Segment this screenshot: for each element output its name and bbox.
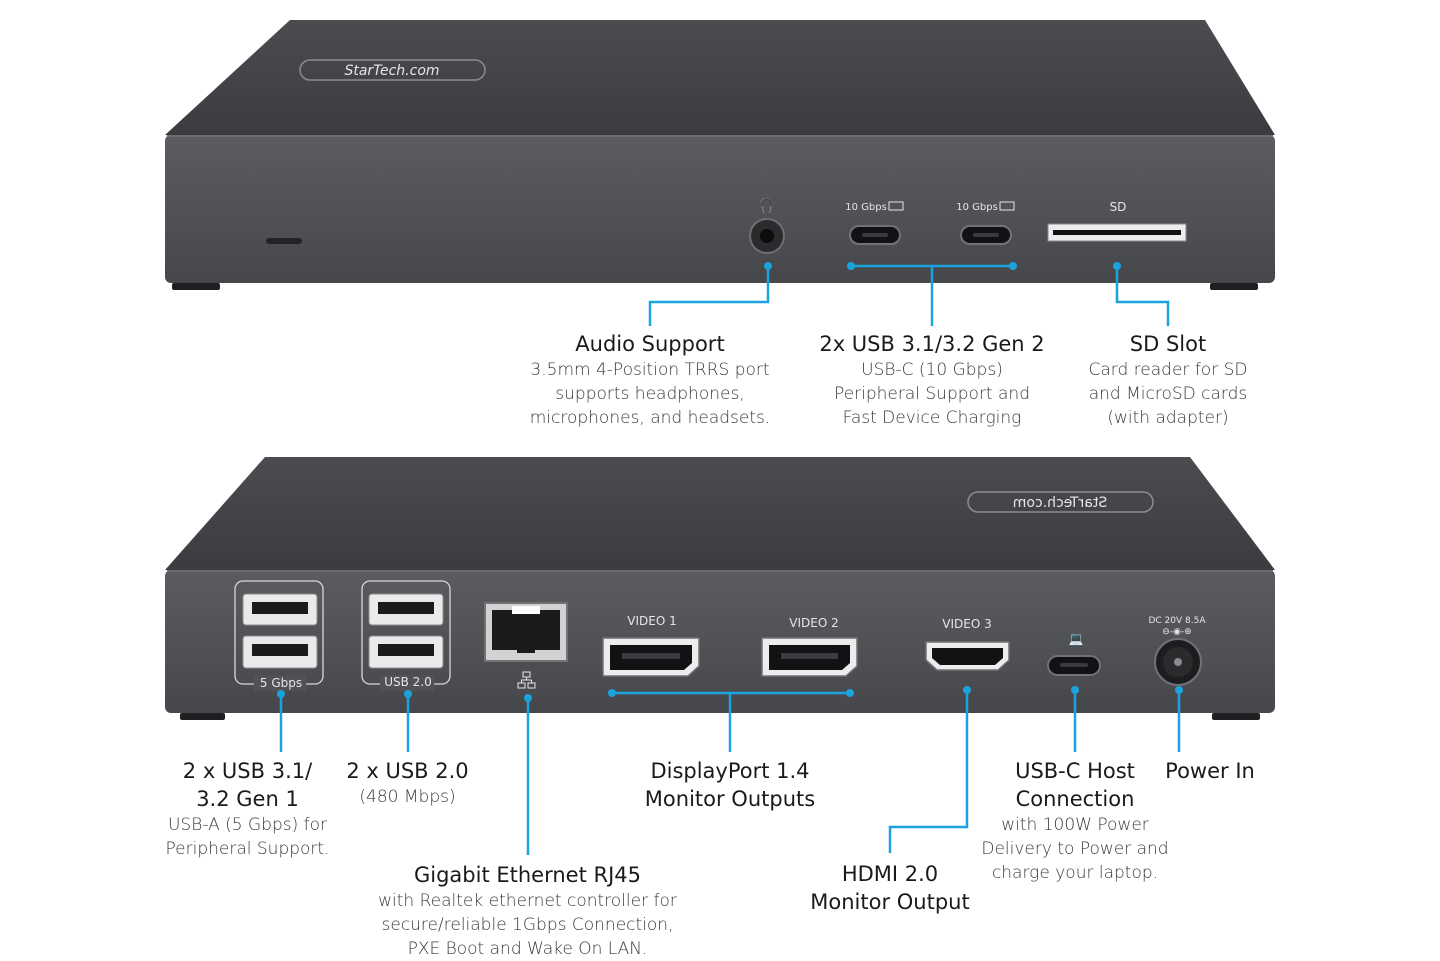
front-dock-top (165, 20, 1275, 135)
audio-support-callout: Audio Support 3.5mm 4-Position TRRS port… (510, 330, 790, 430)
headset-icon: 🎧 (758, 197, 775, 214)
svg-text:USB 2.0: USB 2.0 (384, 675, 432, 689)
svg-text:VIDEO 2: VIDEO 2 (789, 616, 838, 630)
usba-5gbps-ports: 5 Gbps (234, 580, 324, 691)
usbc-host-callout: USB-C Host Connection with 100W Power De… (981, 759, 1169, 883)
displayport-2: VIDEO 2 (761, 616, 858, 677)
ethernet-callout: Gigabit Ethernet RJ45 with Realtek ether… (378, 863, 677, 959)
displayport-callout: DisplayPort 1.4 Monitor Outputs (644, 759, 816, 811)
svg-text:5 Gbps: 5 Gbps (260, 676, 302, 690)
brand-logo-mirrored: StarTech.com (967, 491, 1154, 513)
usbc-port-1: 10 Gbps (845, 201, 904, 245)
front-foot-left (172, 283, 220, 290)
hdmi-port: VIDEO 3 (925, 617, 1010, 671)
front-dock-face (165, 135, 1275, 283)
svg-text:10 Gbps: 10 Gbps (845, 202, 887, 213)
sd-slot-callout: SD Slot Card reader for SD and MicroSD c… (1073, 330, 1263, 430)
front-foot-right (1210, 283, 1258, 290)
usb2-callout: 2 x USB 2.0 (480 Mbps) (346, 759, 469, 807)
back-callout-lines (279, 690, 1181, 855)
ethernet-port (484, 602, 568, 689)
polarity-icon: ⊖-◉-⊕ (1162, 627, 1191, 637)
svg-text:10 Gbps: 10 Gbps (956, 202, 998, 213)
status-led (266, 238, 302, 244)
displayport-1: VIDEO 1 (602, 614, 700, 677)
svg-text:StarTech.com: StarTech.com (344, 63, 439, 79)
back-dock: StarTech.com 5 Gbps USB 2.0 (165, 457, 1275, 720)
callout-title: Audio Support (575, 332, 725, 356)
usbc-port-2: 10 Gbps (956, 201, 1015, 245)
back-dock-face (165, 570, 1275, 713)
front-callout-dots (764, 262, 1121, 270)
back-foot-right (1212, 713, 1260, 720)
svg-text:VIDEO 3: VIDEO 3 (942, 617, 991, 631)
brand-logo: StarTech.com (299, 59, 486, 81)
svg-text:SD: SD (1110, 200, 1127, 214)
front-dock: StarTech.com 🎧 10 Gbps 10 Gbps SD (165, 20, 1275, 290)
usbc-gen2-callout: 2x USB 3.1/3.2 Gen 2 USB-C (10 Gbps) Per… (802, 330, 1062, 430)
svg-text:VIDEO 1: VIDEO 1 (627, 614, 676, 628)
sd-card-slot: SD (1047, 200, 1187, 242)
power-in-callout: Power In (1165, 759, 1255, 783)
network-icon (517, 671, 536, 689)
charge-icon (999, 201, 1015, 211)
back-foot-left (180, 713, 225, 720)
back-callout-dots (277, 686, 1183, 702)
laptop-icon: 💻 (1069, 632, 1084, 646)
hdmi-callout: HDMI 2.0 Monitor Output (810, 862, 970, 914)
callout-title: SD Slot (1129, 332, 1207, 356)
callout-title: 2x USB 3.1/3.2 Gen 2 (819, 332, 1045, 356)
back-dock-top (165, 457, 1275, 570)
svg-text:DC 20V 8.5A: DC 20V 8.5A (1148, 616, 1206, 626)
usb2-ports: USB 2.0 (361, 580, 451, 691)
dc-power-port: DC 20V 8.5A ⊖-◉-⊕ (1148, 616, 1206, 686)
charge-icon (888, 201, 904, 211)
audio-jack-port: 🎧 (749, 197, 785, 254)
usba-gen1-callout: 2 x USB 3.1/ 3.2 Gen 1 USB-A (5 Gbps) fo… (165, 759, 330, 859)
front-callout-lines (648, 264, 1170, 326)
usbc-host-port: 💻 (1047, 632, 1101, 676)
svg-text:StarTech.com: StarTech.com (1013, 495, 1107, 511)
